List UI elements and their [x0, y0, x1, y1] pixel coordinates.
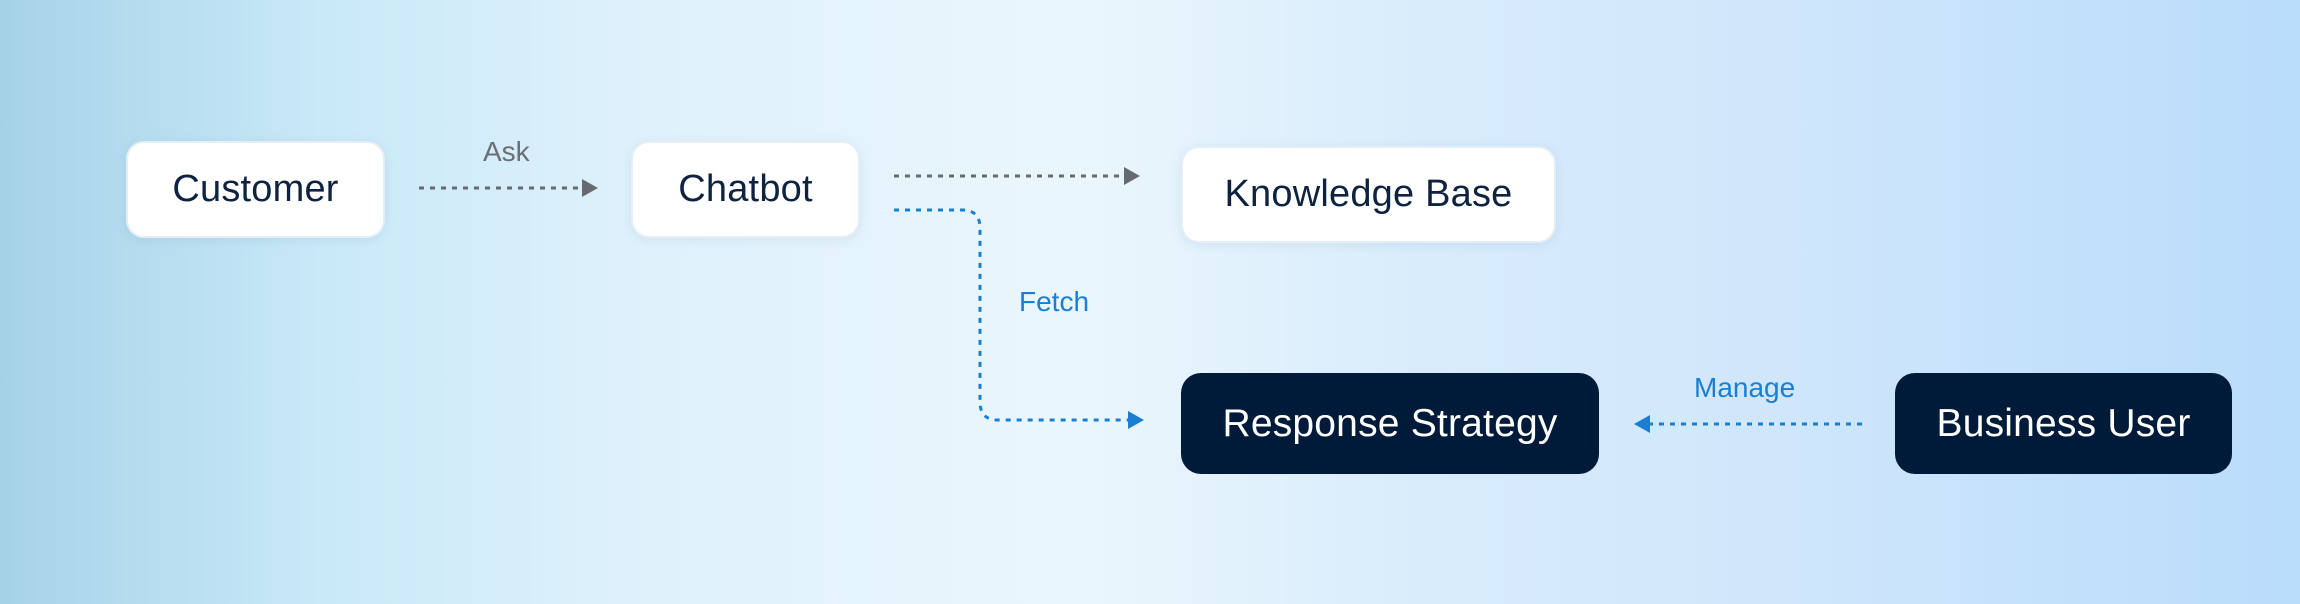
- edge-chatbot-knowledge-base: [894, 167, 1140, 185]
- edge-fetch: [894, 208, 1144, 429]
- node-chatbot[interactable]: Chatbot: [631, 141, 860, 238]
- node-customer[interactable]: Customer: [126, 141, 385, 238]
- edge-ask: [419, 179, 598, 197]
- edge-label-ask: Ask: [483, 136, 530, 167]
- node-response-strategy[interactable]: Response Strategy: [1181, 373, 1599, 474]
- node-business-user[interactable]: Business User: [1895, 373, 2232, 474]
- edge-manage: [1634, 415, 1862, 433]
- edge-label-manage: Manage: [1694, 372, 1796, 403]
- edge-label-fetch: Fetch: [1019, 286, 1090, 317]
- node-knowledge-base[interactable]: Knowledge Base: [1181, 146, 1556, 243]
